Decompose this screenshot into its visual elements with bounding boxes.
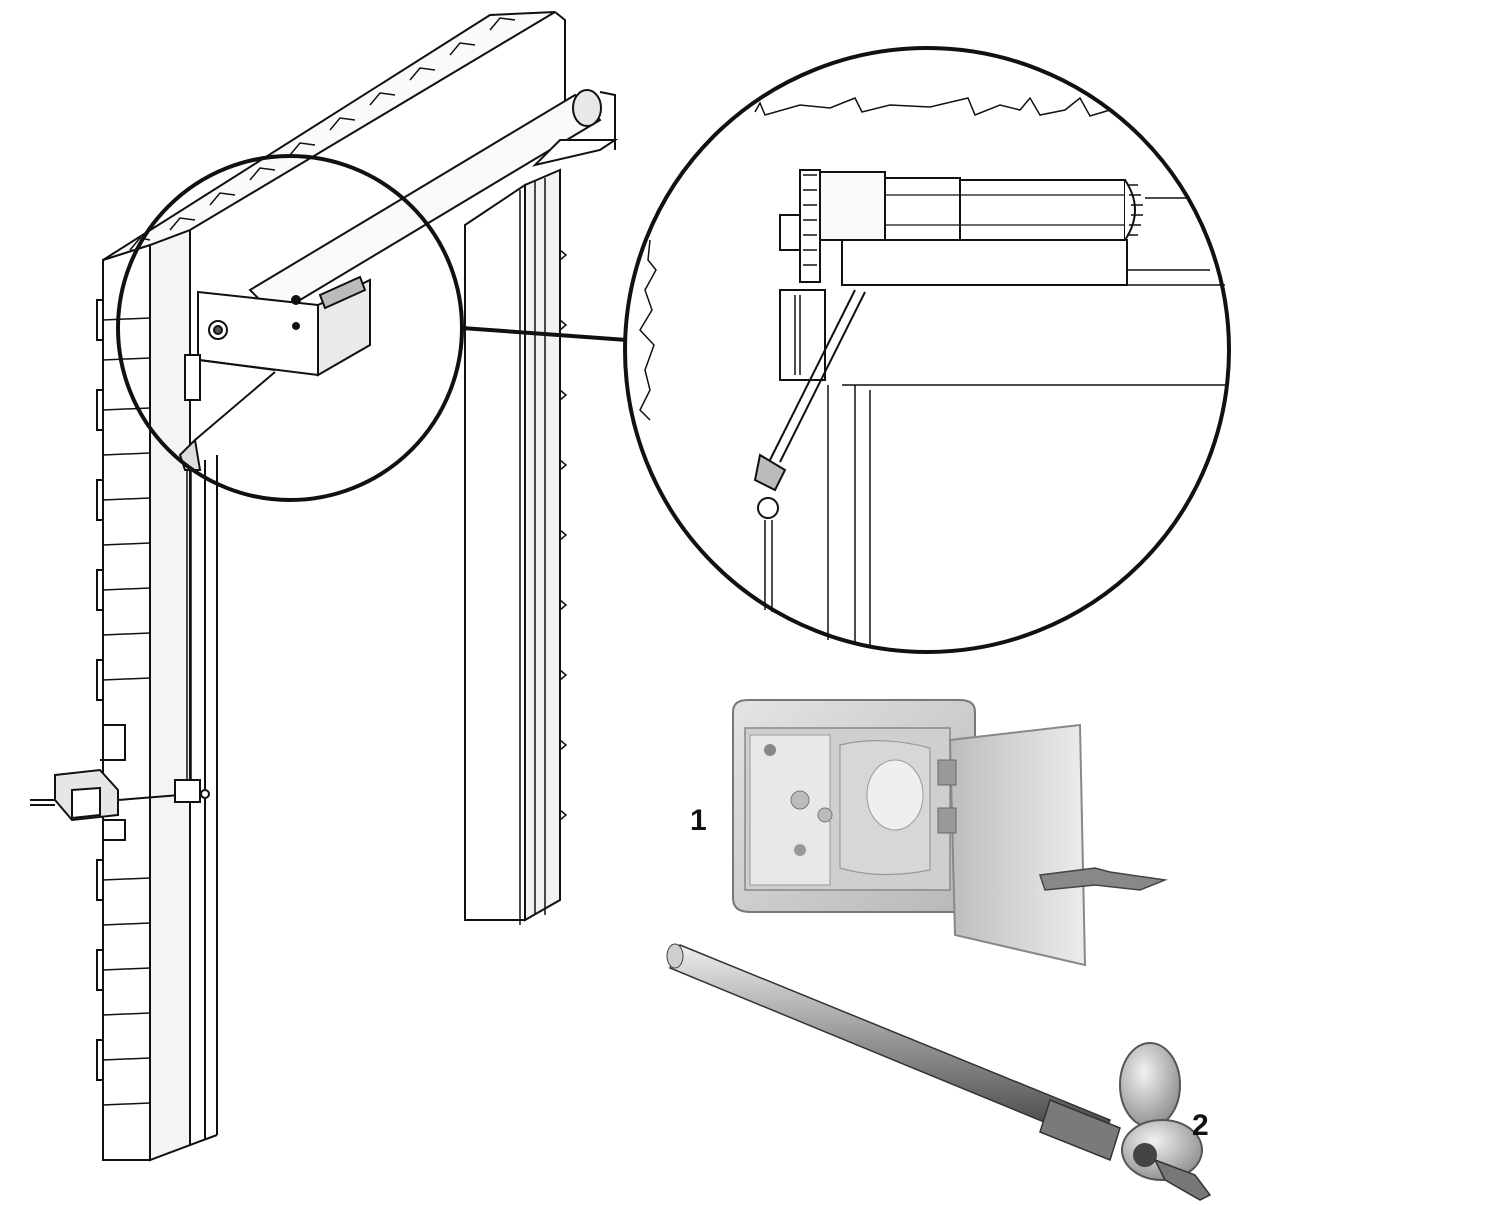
callout-2: 2 [1192, 1109, 1209, 1142]
key-switch-box-icon [732, 699, 1168, 967]
roller-shutter-tube-icon [248, 89, 619, 317]
crank-rod-icon [666, 943, 1212, 1201]
callout-1: 1 [690, 804, 707, 837]
magnifier-circle-large-icon [623, 46, 1231, 654]
key-switch-mount-icon [30, 768, 210, 822]
wall-pillar-icon [96, 11, 568, 1162]
magnifier-connector [461, 326, 628, 342]
motor-unit-icon [178, 275, 371, 790]
